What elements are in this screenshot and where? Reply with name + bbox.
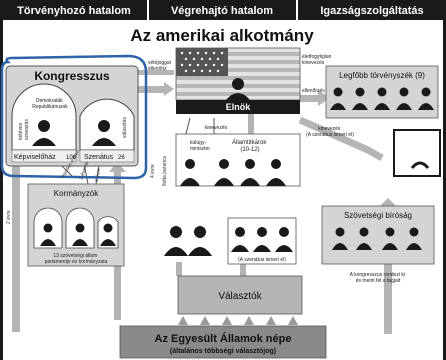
diagram-title: Az amerikai alkotmány	[130, 26, 314, 45]
congress-title: Kongresszus	[34, 69, 110, 83]
house-count: 106	[66, 155, 77, 161]
federal-court-label: Szövetségi bíróság	[344, 211, 412, 220]
congress-left-vertical: kétéves szavazás	[18, 119, 30, 140]
ministers-label: külügy- miniszter	[190, 140, 210, 152]
president-group: Elnök	[175, 47, 301, 114]
overlay-box	[393, 129, 441, 177]
senate-count: 26	[118, 155, 125, 161]
governors-group: Kormányzók 13 szövetségi állam parlament…	[27, 183, 125, 267]
mandate-six-years: 6 évre	[94, 167, 102, 182]
senate-label: Szenátus	[84, 154, 114, 161]
congress-highlight	[0, 54, 148, 180]
federal-court-note: A kongresszus rendezi ki és menti fel a …	[350, 272, 407, 284]
states-note: 13 szövetségi állam parlamentje és kormá…	[45, 253, 108, 265]
flag-stars	[180, 51, 224, 73]
president-appoint: kinevezés	[205, 125, 228, 131]
left-two-years: 2 évre	[6, 210, 12, 224]
people-group: Az Egyesült Államok népe (általános több…	[119, 325, 327, 359]
president-label: Elnök	[226, 102, 251, 112]
people-subtitle: (általános többségi választójog)	[170, 348, 276, 355]
senate-approve-label: (A szenátus ismeri el)	[238, 257, 286, 263]
senate-approve-group: (A szenátus ismeri el)	[227, 217, 297, 265]
governors-label: Kormányzók	[54, 189, 99, 198]
supreme-elect-top: életfogytiglan kinevezés	[302, 54, 333, 66]
fleet-order: flotta parancs	[162, 155, 168, 186]
header-bar	[0, 0, 446, 20]
house-label: Képviselőház	[14, 154, 56, 161]
supreme-justices	[330, 87, 434, 110]
supreme-court-group: Legfőbb törvényszék (9)	[325, 65, 439, 119]
supreme-control: ellenőrzés	[302, 88, 325, 94]
cabinet-members	[180, 159, 286, 186]
column-legislative: Törvényhozó hatalom	[17, 5, 131, 17]
supreme-court-label: Legfőbb törvényszék (9)	[339, 71, 425, 80]
governor-figures	[40, 223, 116, 246]
column-executive: Végrehajtó hatalom	[171, 5, 273, 17]
four-years: 4 évre	[150, 164, 156, 178]
veto-label: vétójoggal ellenőriz	[148, 60, 172, 72]
congress-right-vertical: választás	[122, 117, 128, 138]
military-group	[164, 226, 212, 256]
federal-judges	[332, 227, 422, 250]
supreme-appoint-note: kinevezés (A szenátus ismeri el)	[306, 126, 354, 138]
congress-parties: Demokraták Republikánusok	[32, 98, 68, 110]
column-judicial: Igazságszolgáltatás	[320, 5, 423, 17]
federal-court-group: Szövetségi bíróság	[321, 205, 435, 265]
secretaries-label: Államtitkárok (10-12)	[232, 139, 268, 153]
voters-group: Választók	[177, 275, 303, 315]
cabinet-group: külügy- miniszter Államtitkárok (10-12)	[175, 133, 301, 187]
house-members	[32, 120, 56, 146]
voters-label: Választók	[218, 291, 262, 302]
congress-group: Kongresszus Demokraták Republikánusok ké…	[5, 65, 139, 167]
house-dome	[11, 83, 77, 151]
people-title: Az Egyesült Államok népe	[155, 332, 292, 345]
senate-members	[92, 120, 116, 146]
